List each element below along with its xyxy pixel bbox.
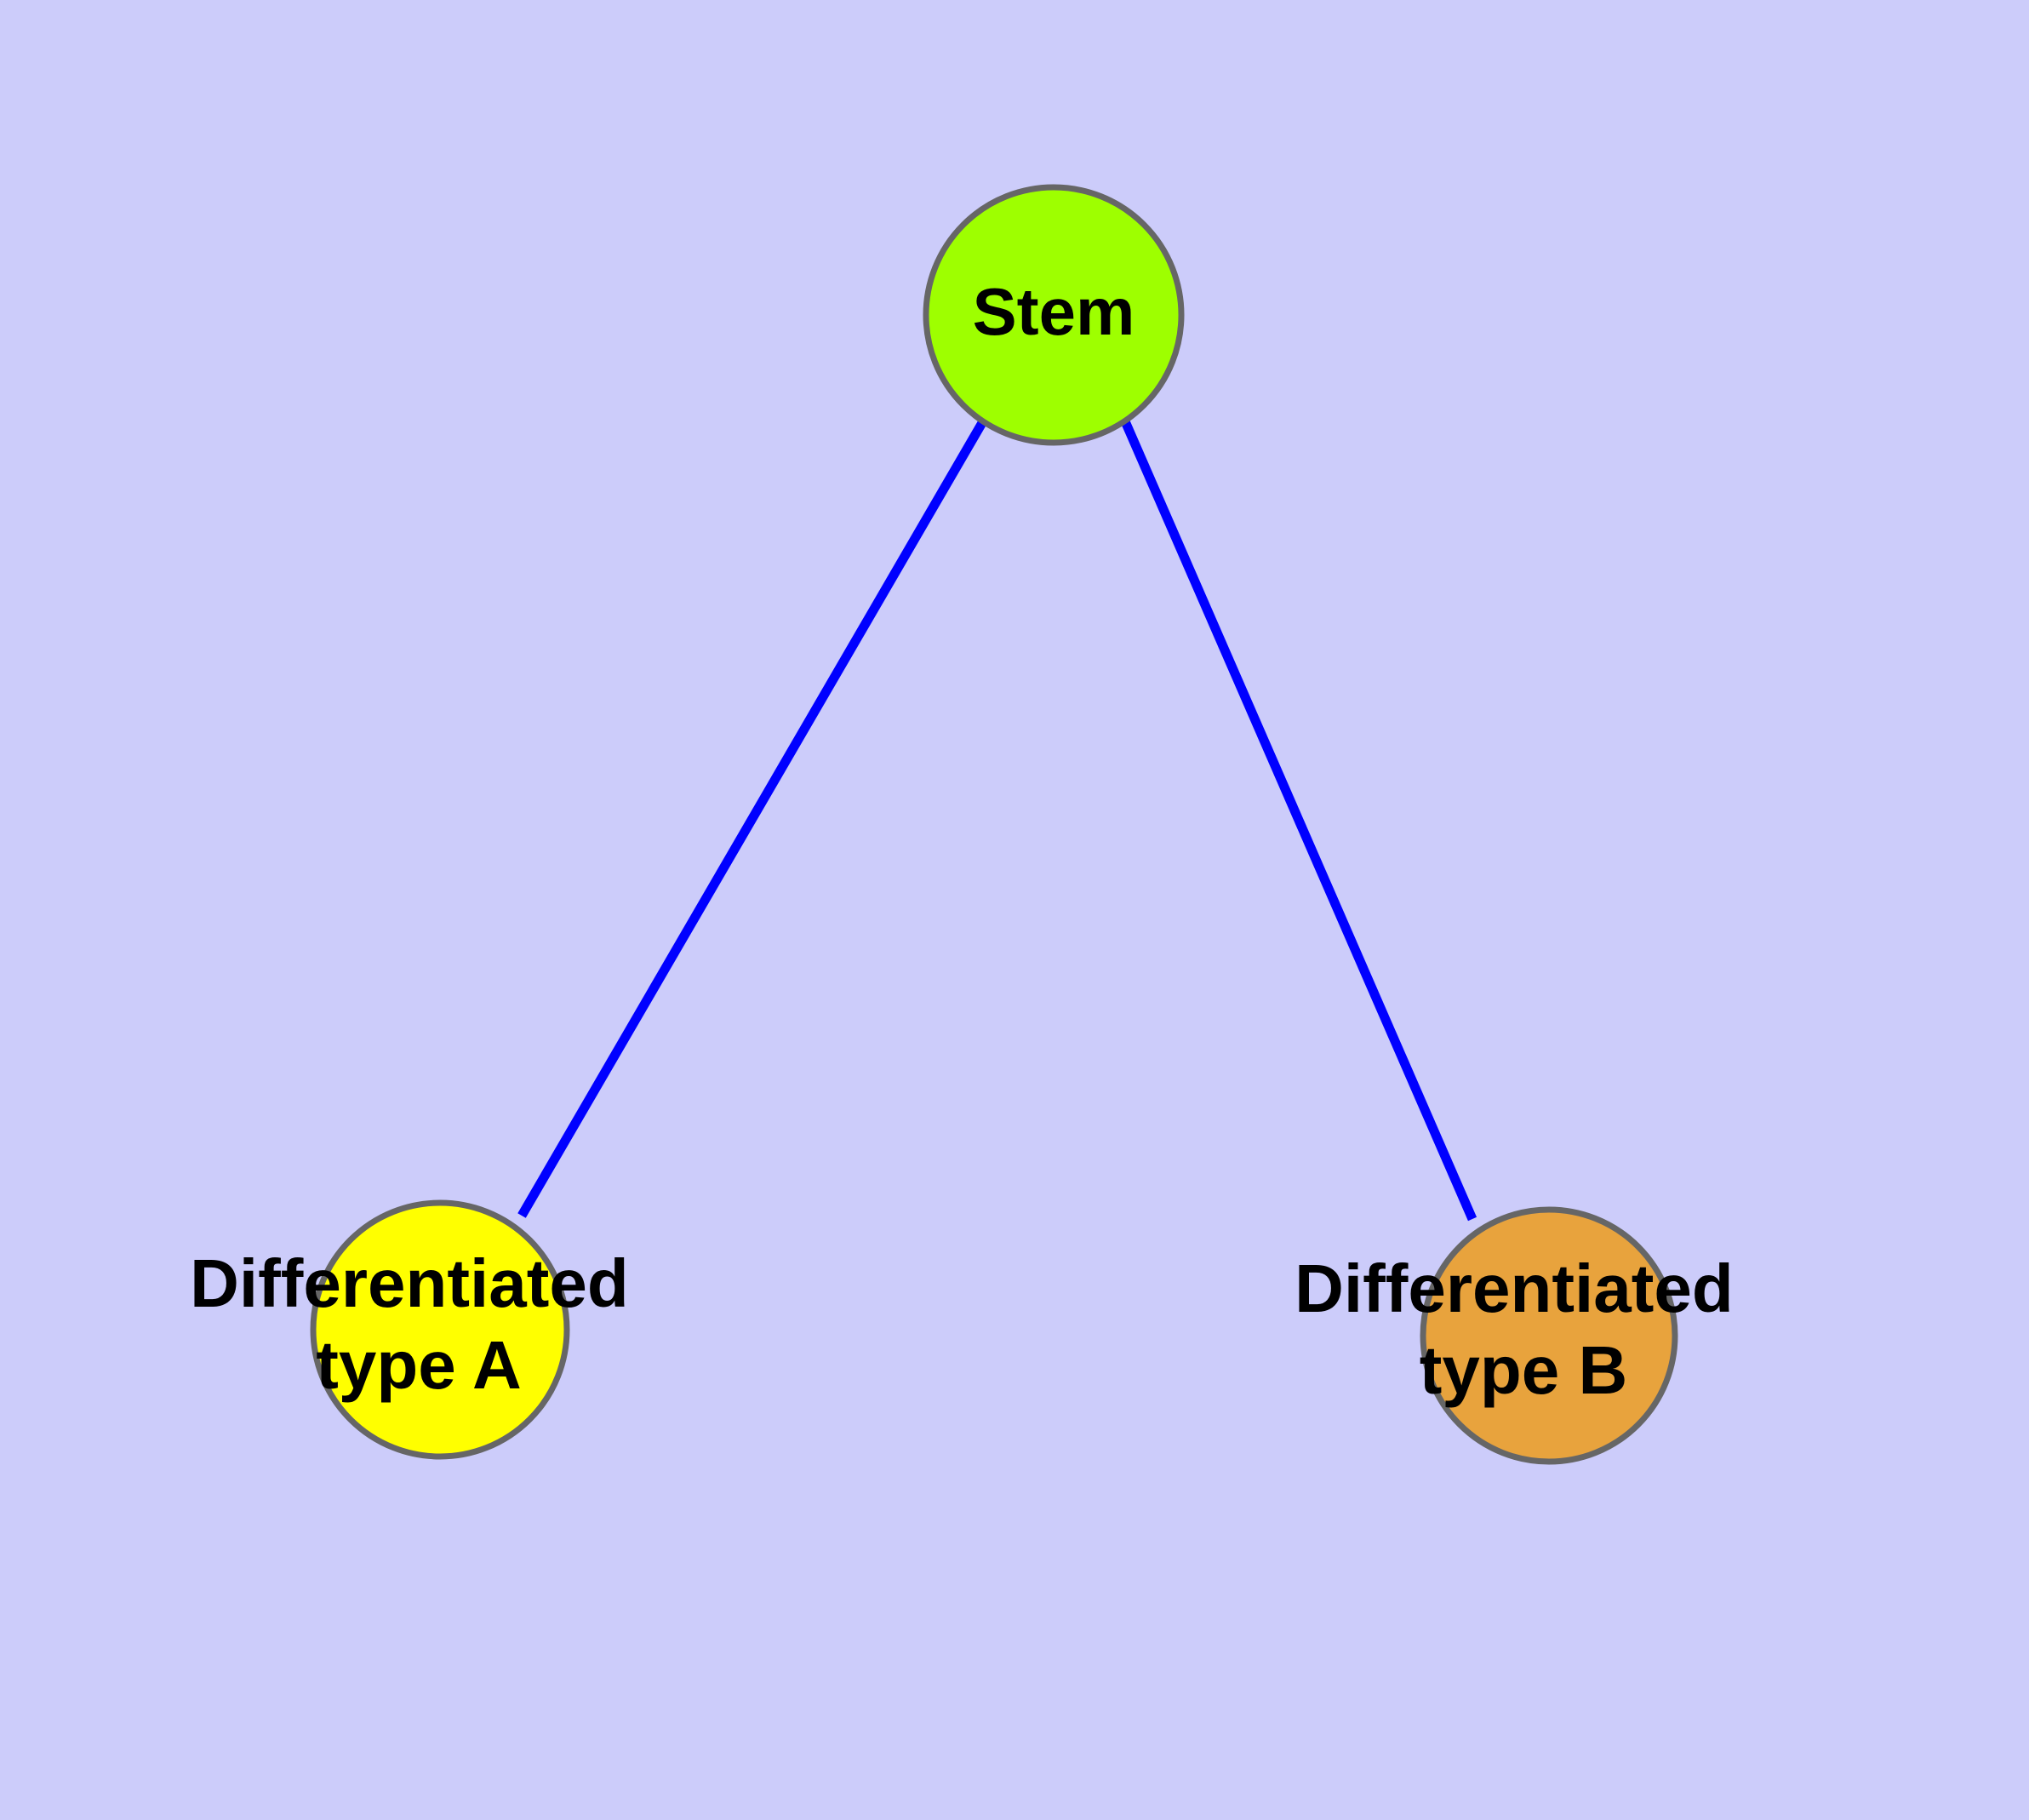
node-stem[interactable] <box>923 184 1185 446</box>
edge-stem-to-differentiated-type-a[interactable] <box>517 419 987 1218</box>
edge-stem-to-differentiated-type-b[interactable] <box>1120 419 1477 1222</box>
node-layer <box>310 184 1678 1465</box>
node-label-differentiated-type-b-line-2: type B <box>1420 1332 1628 1408</box>
node-differentiated-type-b[interactable] <box>1420 1206 1678 1465</box>
node-label-differentiated-type-a-line-2: type A <box>316 1327 522 1403</box>
node-label-differentiated-type-b: Differentiated type B <box>1295 1251 1752 1408</box>
node-label-differentiated-type-a: Differentiated type A <box>190 1245 648 1403</box>
node-label-differentiated-type-a-line-1: Differentiated <box>190 1245 629 1321</box>
edge-layer <box>517 419 1477 1222</box>
node-label-stem: Stem <box>973 274 1135 349</box>
label-layer: Stem Differentiated type A Differentiate… <box>190 274 1752 1409</box>
node-label-stem-line-1: Stem <box>973 274 1135 349</box>
node-label-differentiated-type-b-line-1: Differentiated <box>1295 1251 1734 1326</box>
node-differentiated-type-a[interactable] <box>310 1199 570 1460</box>
